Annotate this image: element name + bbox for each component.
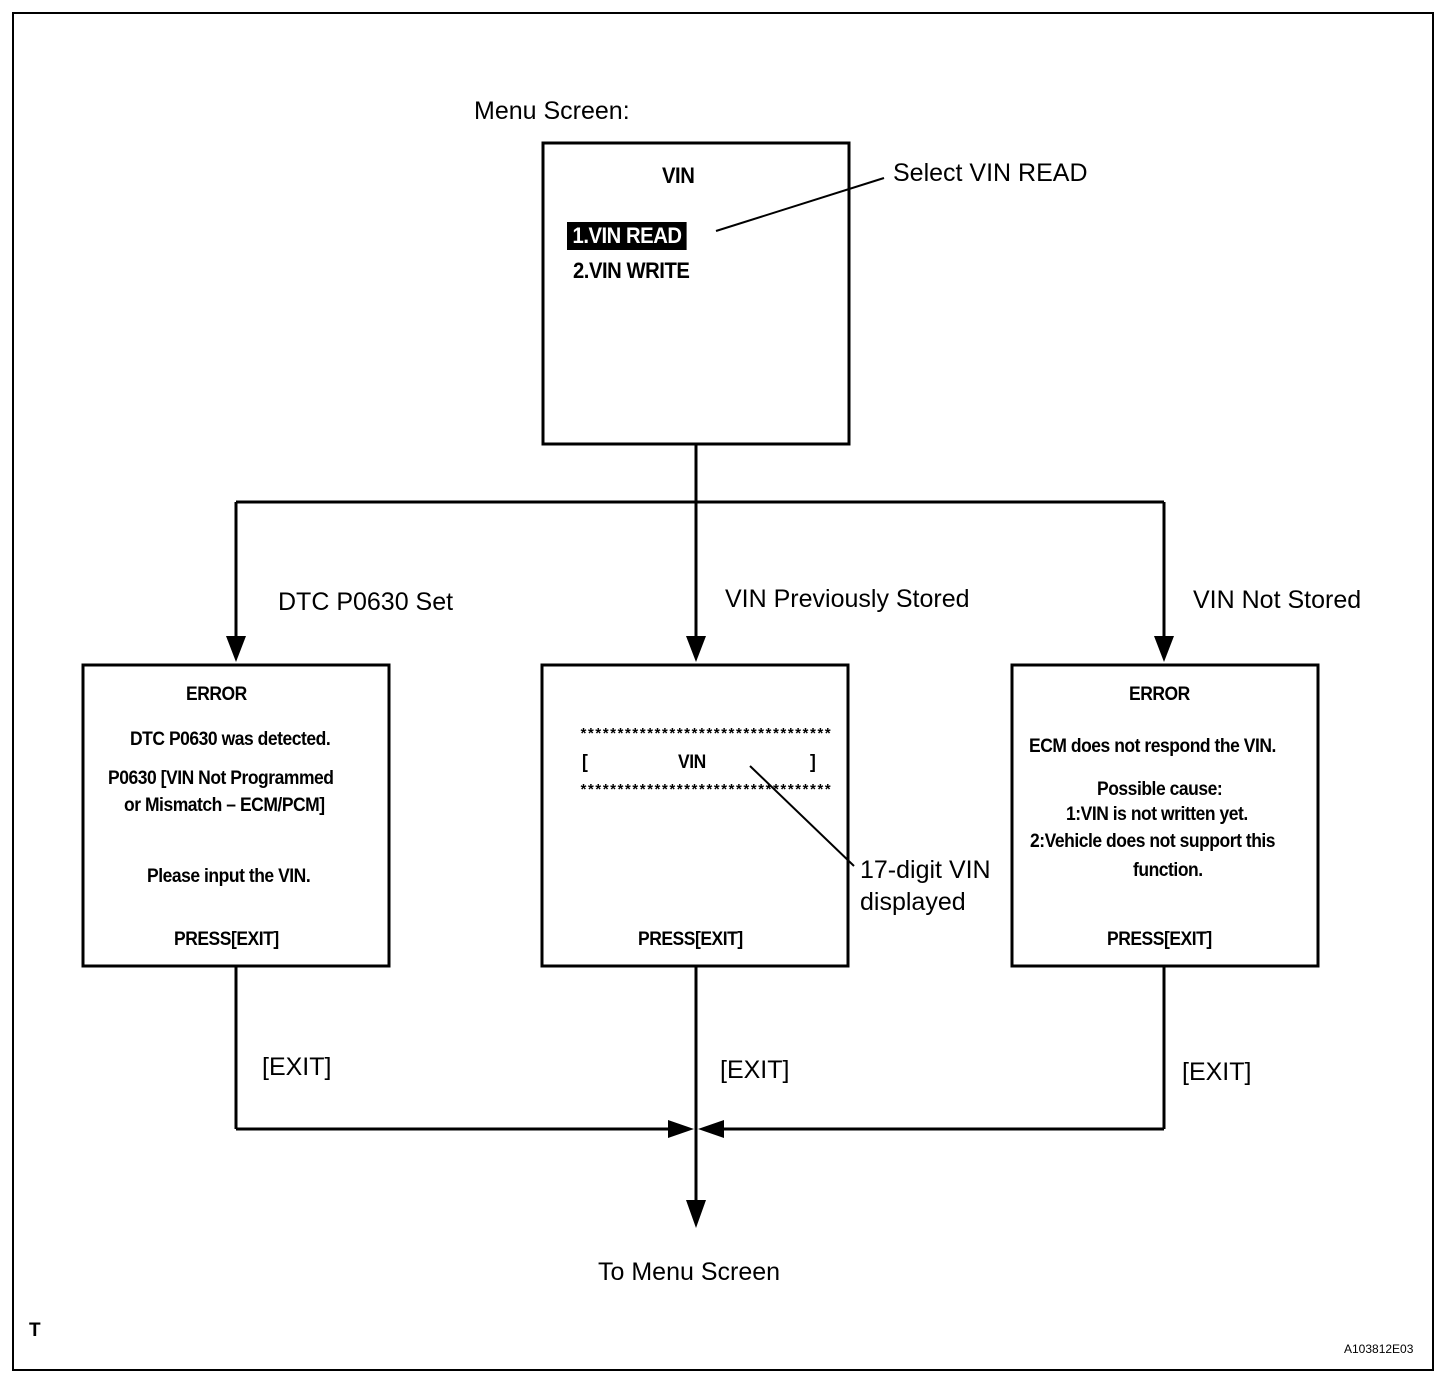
vin-callout-line1: 17-digit VIN: [860, 856, 991, 884]
to-menu-screen-label: To Menu Screen: [598, 1258, 781, 1286]
figure-id: A103812E03: [1344, 1342, 1414, 1356]
middle-screen-stars-bottom: **********************************: [579, 783, 832, 800]
right-screen-line2: Possible cause:: [1097, 779, 1223, 800]
branch-label-vin-stored: VIN Previously Stored: [725, 585, 970, 613]
right-screen-line1: ECM does not respond the VIN.: [1029, 736, 1276, 757]
menu-screen-caption: Menu Screen:: [474, 97, 630, 125]
right-screen-press-exit: PRESS[EXIT]: [1107, 929, 1212, 950]
vin-callout-line2: displayed: [860, 888, 966, 916]
to-menu-arrowhead: [686, 1200, 706, 1228]
exit-label-left: [EXIT]: [262, 1053, 332, 1081]
menu-item-vin-read-label: 1.VIN READ: [567, 222, 688, 250]
left-screen-line1: DTC P0630 was detected.: [130, 729, 331, 750]
middle-branch-arrowhead: [686, 636, 706, 662]
vin-callout-leader: [749, 765, 855, 867]
menu-item-vin-read[interactable]: 1.VIN READ: [567, 222, 688, 250]
left-exit-arrowhead: [668, 1120, 694, 1138]
menu-item-vin-write[interactable]: 2.VIN WRITE: [573, 258, 690, 283]
exit-label-middle: [EXIT]: [720, 1056, 790, 1084]
branch-label-vin-not-stored: VIN Not Stored: [1193, 586, 1362, 614]
right-screen-line5: function.: [1133, 860, 1203, 881]
menu-screen-title: VIN: [662, 163, 695, 188]
exit-label-right: [EXIT]: [1182, 1058, 1252, 1086]
menu-screen-box: [541, 141, 851, 446]
middle-screen-press-exit: PRESS[EXIT]: [638, 929, 743, 950]
right-exit-arrowhead: [698, 1120, 724, 1138]
outer-frame: [12, 12, 1434, 1371]
right-screen-line4: 2:Vehicle does not support this: [1030, 831, 1276, 852]
right-branch-arrowhead: [1154, 636, 1174, 662]
left-screen-line3: or Mismatch – ECM/PCM]: [124, 795, 325, 816]
middle-screen-bracket-left: [: [582, 752, 588, 773]
branch-label-dtc: DTC P0630 Set: [278, 588, 454, 616]
left-branch-arrowhead: [226, 636, 246, 662]
left-screen-line2: P0630 [VIN Not Programmed: [108, 768, 334, 789]
left-screen-line4: Please input the VIN.: [147, 866, 311, 887]
select-leader-line: [715, 177, 885, 232]
middle-screen-vin: VIN: [678, 752, 706, 773]
right-screen-title: ERROR: [1129, 684, 1190, 705]
middle-screen-bracket-right: ]: [810, 752, 816, 773]
middle-screen-stars-top: **********************************: [579, 727, 832, 744]
corner-letter: T: [29, 1320, 41, 1341]
left-screen-title: ERROR: [186, 684, 247, 705]
right-screen-line3: 1:VIN is not written yet.: [1066, 804, 1248, 825]
select-vin-read-note: Select VIN READ: [893, 159, 1088, 187]
left-screen-press-exit: PRESS[EXIT]: [174, 929, 279, 950]
